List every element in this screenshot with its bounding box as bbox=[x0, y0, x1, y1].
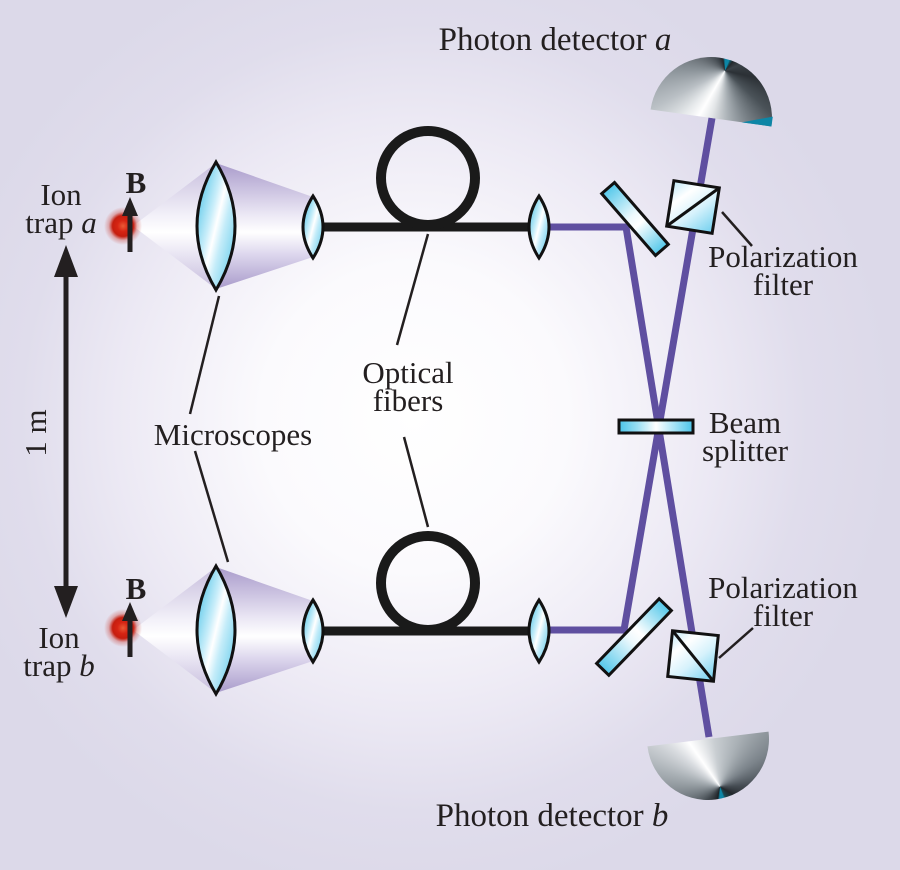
pointer-microscope-b bbox=[193, 450, 230, 563]
objective-lens-a bbox=[195, 159, 237, 293]
pointer-fiber-a bbox=[395, 233, 430, 346]
mirror-a bbox=[599, 180, 671, 258]
beam-splitter bbox=[617, 418, 695, 435]
coupling-lens-a-in bbox=[301, 193, 325, 261]
mirror-b bbox=[594, 596, 674, 678]
fiber-loop-b bbox=[376, 531, 480, 635]
pointer-filter-a bbox=[721, 211, 753, 247]
label-distance-scale: 1 m bbox=[18, 409, 53, 457]
objective-lens-b bbox=[195, 563, 237, 697]
ion-b bbox=[104, 609, 142, 647]
light-cone-a-right bbox=[216, 163, 313, 289]
light-cone-b-left bbox=[133, 567, 216, 693]
photon-beam-b bbox=[545, 117, 716, 634]
label-beam-splitter: Beam splitter bbox=[701, 405, 789, 468]
distance-arrow bbox=[54, 245, 78, 618]
polarization-filter-b-cube bbox=[666, 629, 720, 683]
b-field-arrow-a bbox=[122, 197, 138, 252]
photon-beam-a bbox=[545, 223, 713, 738]
polarization-filter-a-cube bbox=[664, 178, 722, 236]
pointer-filter-b bbox=[718, 627, 754, 659]
coupling-lens-a-out bbox=[527, 193, 551, 261]
label-b-field-b: B bbox=[125, 571, 147, 606]
pointer-microscope-a bbox=[188, 295, 221, 415]
coupling-lens-b-in bbox=[301, 597, 325, 665]
label-microscopes: Microscopes bbox=[153, 417, 313, 452]
label-b-field-a: B bbox=[125, 165, 147, 200]
pointer-fiber-b bbox=[402, 436, 430, 528]
b-field-arrow-b bbox=[122, 602, 138, 657]
fiber-loop-a bbox=[376, 126, 480, 230]
light-cone-b-right bbox=[216, 567, 313, 693]
label-ion-trap-b: Ion trap b bbox=[23, 620, 95, 683]
label-polarization-filter-a: Polarization filter bbox=[708, 239, 858, 302]
label-photon-detector-b: Photon detector b bbox=[435, 798, 669, 834]
coupling-lens-b-out bbox=[527, 597, 551, 665]
light-cone-a-left bbox=[133, 163, 216, 289]
label-photon-detector-a: Photon detector a bbox=[438, 22, 672, 58]
label-optical-fibers: Optical fibers bbox=[362, 355, 454, 418]
label-polarization-filter-b: Polarization filter bbox=[708, 570, 858, 633]
label-ion-trap-a: Ion trap a bbox=[25, 177, 97, 240]
